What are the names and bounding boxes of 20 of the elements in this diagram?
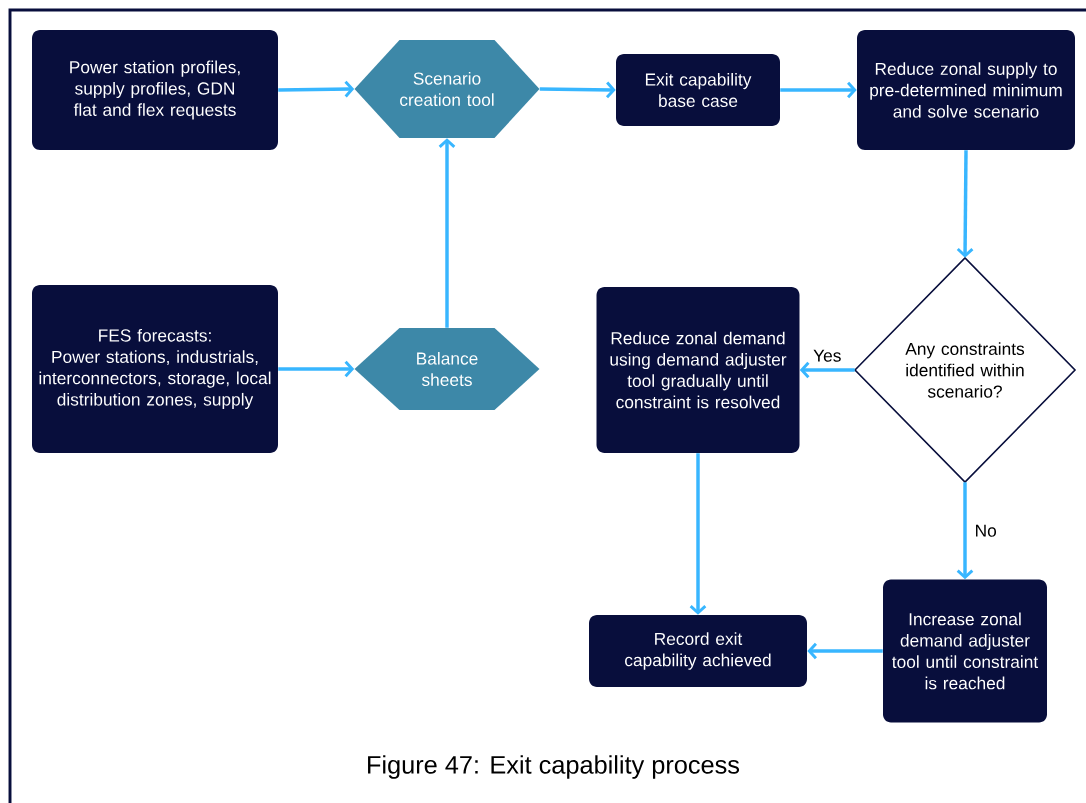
process-box: FES forecasts: Power stations, industrials, interconnectors, storage, local distribution zones, supply — [32, 285, 278, 453]
arrow — [956, 482, 974, 580]
arrow — [278, 360, 355, 378]
edge-label: Yes — [811, 348, 843, 364]
arrow — [807, 642, 883, 660]
arrow — [799, 361, 855, 379]
process-box: Power station profiles, supply profiles, GDN flat and flex requests — [32, 30, 278, 150]
edge-label: No — [973, 523, 999, 539]
process-box: Reduce zonal demand using demand adjuster tool gradually until constraint is resolved — [596, 287, 800, 453]
arrow — [956, 150, 974, 258]
process-box: Reduce zonal supply to pre-determined minimum and solve scenario — [857, 30, 1075, 150]
process-box: Increase zonal demand adjuster tool until constraint is reached — [883, 579, 1047, 723]
arrow — [278, 80, 355, 98]
arrow — [689, 453, 707, 615]
arrow — [539, 81, 616, 99]
process-box: Record exit capability achieved — [589, 615, 807, 687]
arrow — [780, 81, 857, 99]
figure-caption: Figure 47: Exit capability process — [368, 755, 740, 779]
process-box: Exit capability base case — [616, 54, 780, 126]
arrow — [438, 138, 456, 328]
